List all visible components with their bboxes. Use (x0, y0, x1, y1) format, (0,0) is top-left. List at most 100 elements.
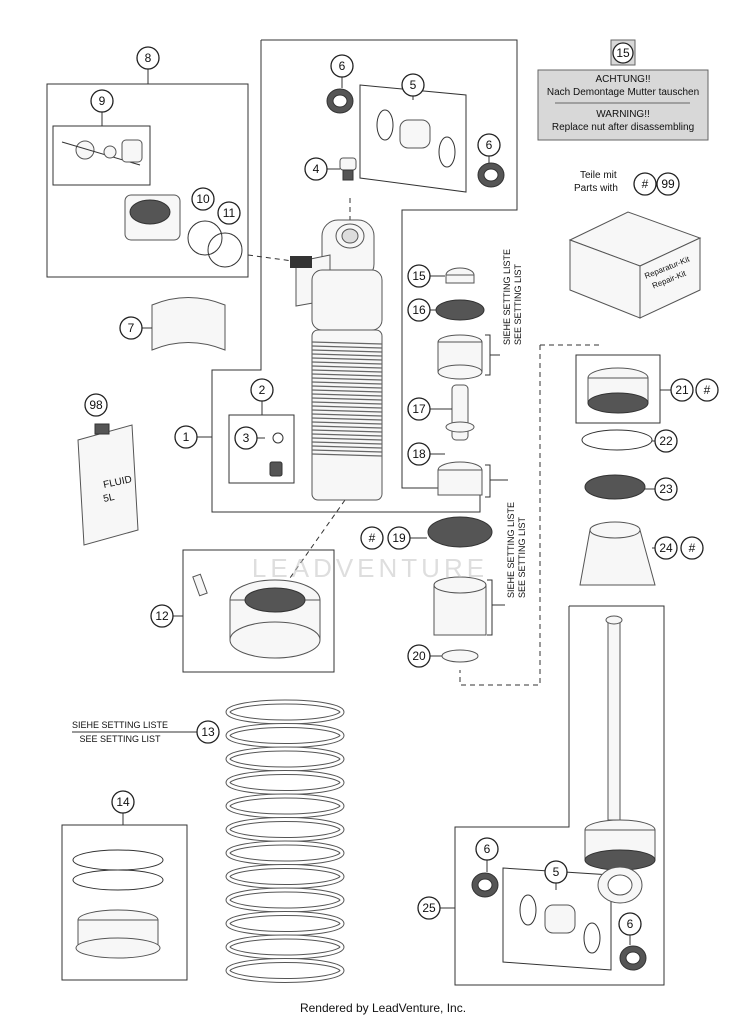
callout-c24: 24 (652, 536, 678, 560)
fluid-can-label-2: 5L (102, 492, 116, 505)
seal-ring-part-6d (619, 945, 647, 971)
svg-text:SIEHE SETTING LISTE: SIEHE SETTING LISTE (502, 249, 512, 345)
callout-h24: # (680, 536, 704, 560)
callout-c22: 22 (652, 429, 678, 453)
svg-text:22: 22 (659, 434, 673, 448)
svg-text:SEE SETTING LIST: SEE SETTING LIST (517, 516, 527, 598)
callout-c9: 9 (90, 89, 114, 126)
svg-text:23: 23 (659, 482, 673, 496)
callout-c23: 23 (645, 477, 678, 501)
svg-text:5: 5 (553, 865, 560, 879)
callout-c6b: 6 (477, 133, 501, 163)
warning-notice: ACHTUNG!! Nach Demontage Mutter tauschen… (537, 69, 709, 141)
svg-text:98: 98 (89, 398, 103, 412)
callout-c5b: 5 (544, 860, 568, 890)
svg-text:3: 3 (243, 431, 250, 445)
svg-text:7: 7 (128, 321, 135, 335)
svg-text:25: 25 (422, 901, 436, 915)
kit-legend-de: Teile mit (580, 170, 617, 181)
svg-text:6: 6 (484, 842, 491, 856)
svg-text:17: 17 (412, 402, 426, 416)
svg-text:21: 21 (675, 383, 689, 397)
callout-c18: 18 (407, 442, 445, 466)
piston-rod-part (584, 615, 656, 904)
bushing-part-5a (376, 109, 456, 168)
callout-c25: 25 (417, 896, 455, 920)
callout-c11: 11 (217, 201, 241, 225)
callout-c99: 99 (656, 172, 680, 196)
notice-line-1: ACHTUNG!! (596, 74, 651, 85)
shock-body-part (290, 219, 383, 501)
callout-c15b: 15 (407, 264, 445, 288)
svg-text:13: 13 (201, 725, 215, 739)
adjuster-nut-part (192, 573, 321, 659)
callout-c8: 8 (136, 46, 160, 84)
setting-list-label-upper: SIEHE SETTING LISTE SEE SETTING LIST (502, 249, 523, 345)
svg-text:11: 11 (223, 206, 236, 220)
svg-text:6: 6 (486, 138, 493, 152)
frame-group-5-seals-bottom (502, 867, 612, 971)
svg-text:5: 5 (410, 78, 417, 92)
svg-text:12: 12 (155, 609, 169, 623)
callout-c13: 13 (188, 720, 220, 744)
bracket-stack-upper (485, 334, 491, 376)
svg-text:15: 15 (616, 46, 630, 60)
callout-c6a: 6 (330, 54, 354, 88)
callout-c6c: 6 (475, 837, 499, 872)
svg-text:6: 6 (627, 917, 634, 931)
svg-text:9: 9 (99, 94, 106, 108)
svg-text:4: 4 (313, 162, 320, 176)
coil-spring-part (225, 699, 345, 983)
setting-list-label-spring: SIEHE SETTING LISTE SEE SETTING LIST (72, 720, 188, 744)
callout-c3: 3 (234, 426, 265, 450)
spring-seat-part (72, 849, 164, 959)
callout-c7: 7 (119, 316, 152, 340)
shock-thread (311, 341, 383, 457)
svg-text:18: 18 (412, 447, 426, 461)
notice-line-4: Replace nut after disassembling (552, 122, 694, 133)
svg-text:20: 20 (412, 649, 426, 663)
svg-text:19: 19 (392, 531, 406, 545)
screw-kit-part (269, 432, 284, 477)
bracket-stack-lower (487, 579, 493, 636)
bracket-stack-mid (485, 464, 491, 498)
svg-text:99: 99 (661, 177, 675, 191)
seal-ring-part-6b (477, 162, 505, 188)
callout-h99: # (633, 172, 657, 196)
svg-text:1: 1 (183, 430, 190, 444)
svg-text:#: # (642, 177, 649, 191)
callout-h21: # (695, 378, 719, 402)
spring-clip-part (151, 297, 226, 351)
dashed-guide (459, 345, 541, 686)
seal-ring-part-6c (471, 872, 499, 898)
repair-kit-box: Reparatur-Kit Repair-Kit (568, 211, 702, 319)
frame-group-21 (575, 354, 661, 424)
callout-c14: 14 (111, 790, 135, 825)
valve-stack-part (427, 267, 493, 663)
setting-list-label-lower: SIEHE SETTING LISTE SEE SETTING LIST (506, 502, 527, 598)
callout-c4: 4 (304, 157, 340, 181)
bleed-screw-part (339, 157, 357, 181)
svg-text:6: 6 (339, 59, 346, 73)
notice-line-3: WARNING!! (596, 109, 650, 120)
svg-text:SIEHE SETTING LISTE: SIEHE SETTING LISTE (72, 720, 168, 730)
callout-c21: 21 (660, 378, 694, 402)
callout-c12: 12 (150, 604, 183, 628)
watermark: LEADVENTURE (252, 553, 488, 583)
svg-text:#: # (704, 383, 711, 397)
frame-group-14 (61, 824, 188, 981)
svg-text:14: 14 (116, 795, 130, 809)
svg-text:8: 8 (145, 51, 152, 65)
callout-c98: 98 (84, 393, 108, 417)
notice-line-2: Nach Demontage Mutter tauschen (547, 87, 699, 98)
callout-c6d: 6 (618, 912, 642, 945)
callout-c10: 10 (191, 187, 215, 211)
callout-c2: 2 (250, 378, 274, 415)
frame-group-5-seals-top (359, 84, 467, 193)
callout-h19: # (360, 526, 384, 550)
frame-group-25 (454, 605, 665, 986)
frame-group-12 (182, 549, 335, 673)
svg-text:#: # (689, 541, 696, 555)
bottom-out-cup-part (579, 367, 656, 586)
